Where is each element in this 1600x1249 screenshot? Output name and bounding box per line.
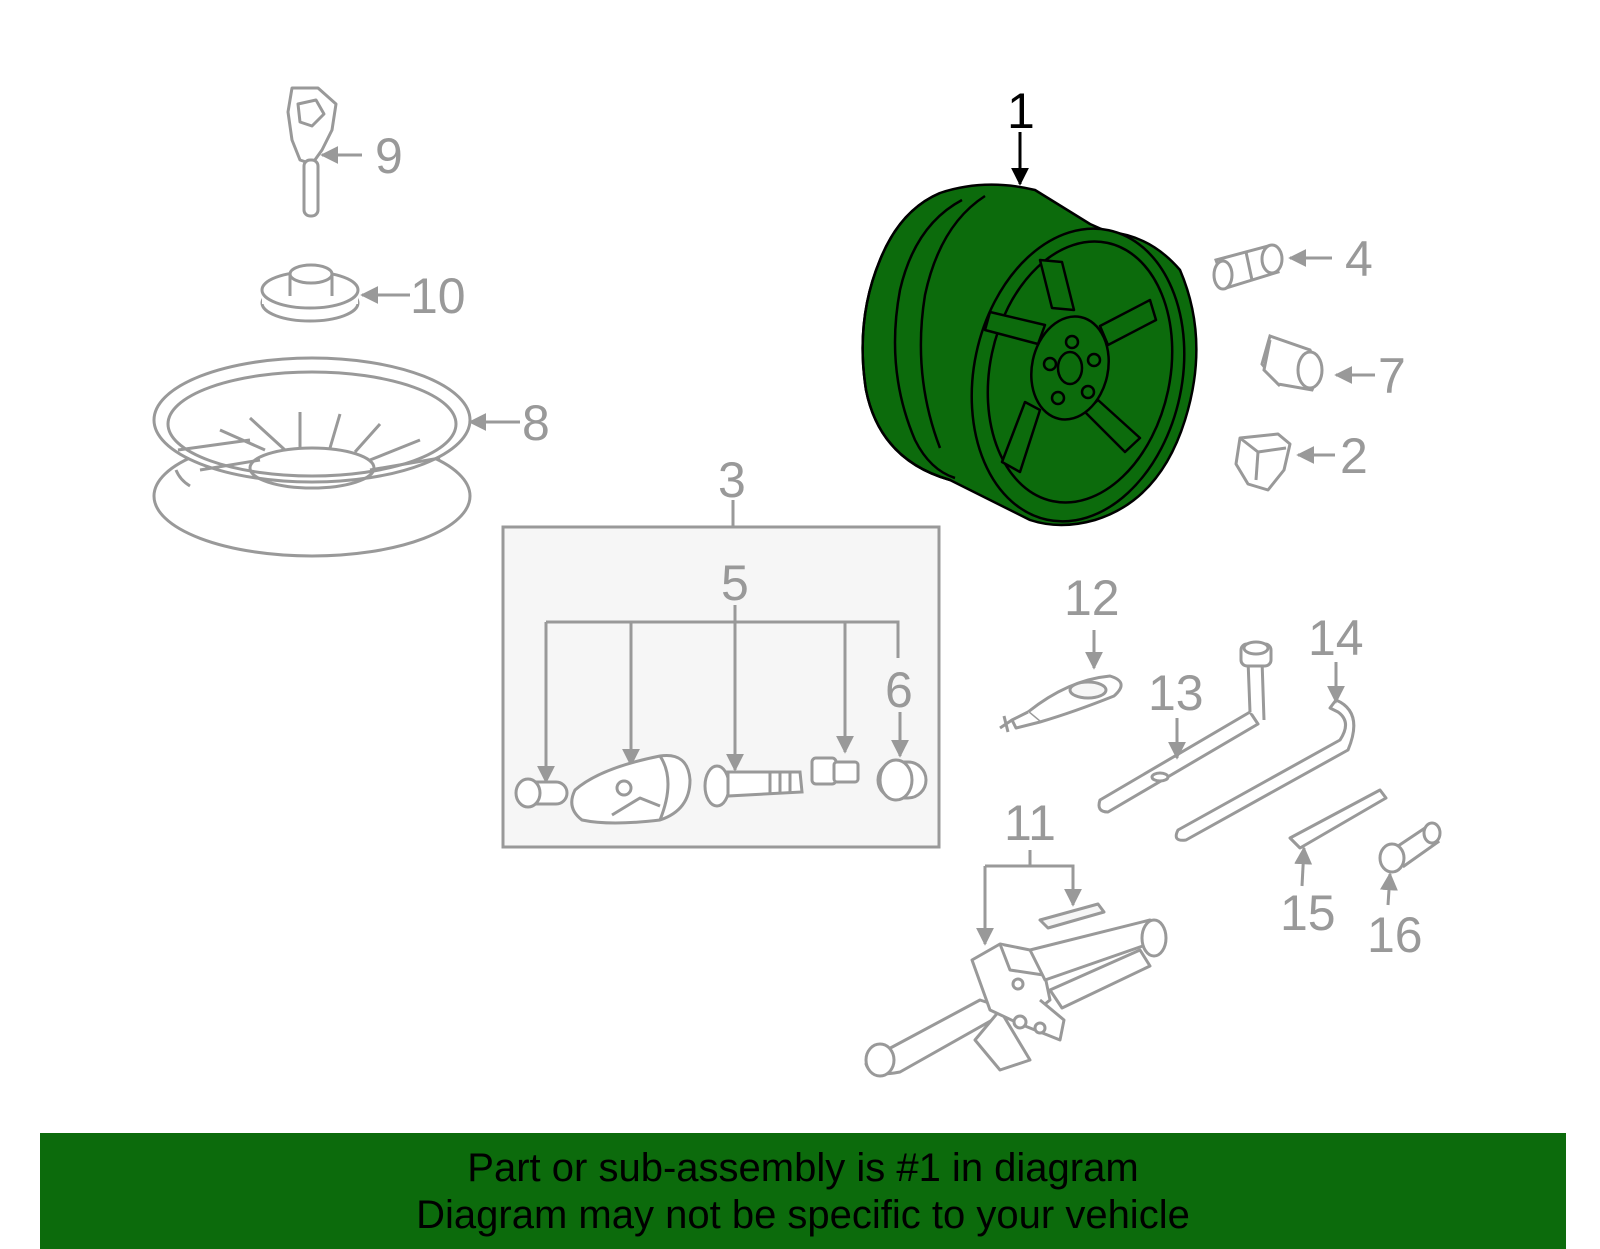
callout-11: 11: [1004, 795, 1056, 851]
callout-8: 8: [522, 395, 550, 451]
part-9-sensor-valve[interactable]: [286, 86, 338, 218]
callout-14: 14: [1308, 610, 1364, 666]
kit-valve-nut[interactable]: [810, 756, 860, 786]
callout-16: 16: [1367, 907, 1423, 963]
callout-4: 4: [1345, 231, 1373, 287]
part-5-leaders: [537, 605, 900, 784]
callout-15: 15: [1280, 885, 1336, 941]
callout-6: 6: [885, 662, 913, 718]
callout-3: 3: [718, 452, 746, 508]
part-1-wheel[interactable]: [861, 183, 1211, 542]
part-4-lug-nut[interactable]: [1212, 243, 1284, 291]
part-12-tow-hook[interactable]: [999, 674, 1123, 733]
part-7-lug-nut[interactable]: [1260, 334, 1324, 392]
part-8-spare-wheel[interactable]: [152, 356, 472, 558]
part-2-balance-weight[interactable]: [1234, 432, 1292, 492]
banner-line-1: Part or sub-assembly is #1 in diagram: [467, 1146, 1139, 1190]
callout-2: 2: [1340, 428, 1368, 484]
callout-1: 1: [1007, 83, 1035, 139]
callout-7: 7: [1378, 348, 1406, 404]
info-banner: Part or sub-assembly is #1 in diagram Di…: [40, 1133, 1566, 1249]
callout-10: 10: [410, 268, 466, 324]
part-15-blade[interactable]: [1288, 788, 1388, 850]
part-11-scissor-jack[interactable]: [864, 902, 1168, 1078]
part-11-leaders: [976, 850, 1082, 946]
part-16-lock-key[interactable]: [1378, 821, 1442, 874]
part-10-spacer[interactable]: [260, 263, 360, 323]
callout-5: 5: [721, 555, 749, 611]
part-14-jack-handle[interactable]: [1174, 698, 1356, 842]
callout-9: 9: [375, 128, 403, 184]
callout-13: 13: [1148, 665, 1204, 721]
kit-sensor[interactable]: [570, 754, 692, 825]
banner-line-2: Diagram may not be specific to your vehi…: [416, 1193, 1190, 1237]
part-13-lug-wrench[interactable]: [1097, 640, 1273, 814]
callout-12: 12: [1064, 570, 1120, 626]
kit-valve-stem[interactable]: [703, 764, 804, 808]
kit-grommet[interactable]: [514, 777, 569, 809]
kit-valve-cap[interactable]: [876, 758, 928, 802]
